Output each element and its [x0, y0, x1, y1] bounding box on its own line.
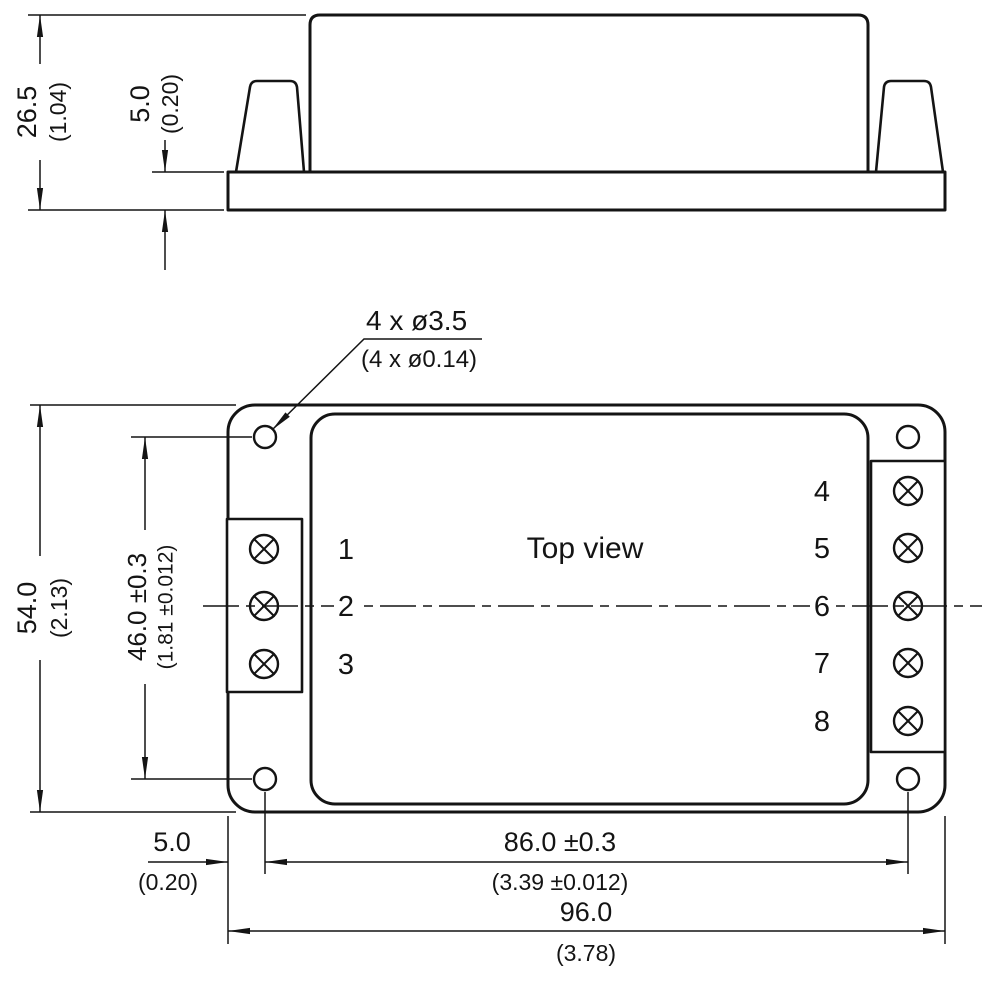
mounting-hole-top-left [252, 424, 278, 450]
pin-numbers-right: 4 5 6 7 8 [814, 476, 830, 738]
side-view-dimensions: 26.5 (1.04) 5.0 (0.20) [12, 14, 306, 270]
dim-base-thickness-inch: (0.20) [157, 74, 183, 134]
callout-holes-inch: (4 x ø0.14) [361, 346, 477, 373]
dim-body-width-mm: 96.0 [560, 897, 613, 927]
pin-label-3: 3 [338, 649, 354, 681]
callout-leader-line [271, 338, 482, 431]
screw-cross [897, 537, 919, 559]
mounting-holes-callout: 4 x ø3.5 (4 x ø0.14) [271, 305, 482, 431]
side-view: 26.5 (1.04) 5.0 (0.20) [12, 13, 947, 270]
pin-label-8: 8 [814, 706, 830, 738]
pin-label-1: 1 [338, 534, 354, 566]
dim-text-mask [118, 530, 182, 684]
side-view-terminal-left [234, 79, 306, 174]
pin-label-2: 2 [338, 591, 354, 623]
dim-side-height-inch: (1.04) [45, 82, 71, 142]
side-view-case [308, 13, 870, 174]
dim-edge-offset-inch: (0.20) [138, 869, 198, 895]
mounting-hole-top-right [895, 424, 921, 450]
top-view: 1 2 3 4 5 6 7 8 Top view 4 x ø3.5 (4 x ø… [12, 305, 982, 966]
dim-hole-spacing-h-inch: (3.39 ±0.012) [492, 869, 629, 895]
top-view-module-body [309, 412, 870, 806]
dim-hole-spacing-v-mm: 46.0 ±0.3 [122, 553, 152, 661]
top-view-dimensions: 54.0 (2.13) 46.0 ±0.3 (1.81 ±0.012) 5.0 … [12, 404, 946, 966]
pin-numbers-left: 1 2 3 [338, 534, 354, 681]
mounting-hole-bottom-right [895, 766, 921, 792]
callout-holes-mm: 4 x ø3.5 [366, 305, 467, 336]
pin-label-7: 7 [814, 648, 830, 680]
top-view-label: Top view [527, 532, 644, 565]
screw-cross [897, 480, 919, 502]
dim-hole-spacing-h-mm: 86.0 ±0.3 [504, 827, 616, 857]
pin-label-6: 6 [814, 591, 830, 623]
pin-label-5: 5 [814, 533, 830, 565]
screw-cross [897, 710, 919, 732]
screw-cross [897, 652, 919, 674]
dim-text-mask [12, 64, 74, 160]
terminal-screws-right [892, 475, 924, 737]
dim-edge-offset-mm: 5.0 [153, 827, 191, 857]
dim-body-width-inch: (3.78) [556, 940, 616, 966]
dim-hole-spacing-v-inch: (1.81 ±0.012) [155, 545, 178, 670]
screw-cross [253, 653, 275, 675]
side-view-terminal-right [874, 79, 945, 174]
dim-side-height-mm: 26.5 [12, 86, 42, 139]
pin-label-4: 4 [814, 476, 830, 508]
dim-body-height-inch: (2.13) [46, 578, 72, 638]
pin-6-mask [810, 592, 834, 620]
dim-body-height-mm: 54.0 [12, 582, 42, 635]
dim-base-thickness-mm: 5.0 [125, 85, 155, 123]
side-view-baseplate [226, 170, 947, 212]
screw-cross [897, 595, 919, 617]
mounting-hole-bottom-left [252, 766, 278, 792]
pin-2-mask [334, 592, 358, 620]
screw-cross [253, 538, 275, 560]
dim-text-mask [12, 556, 74, 660]
